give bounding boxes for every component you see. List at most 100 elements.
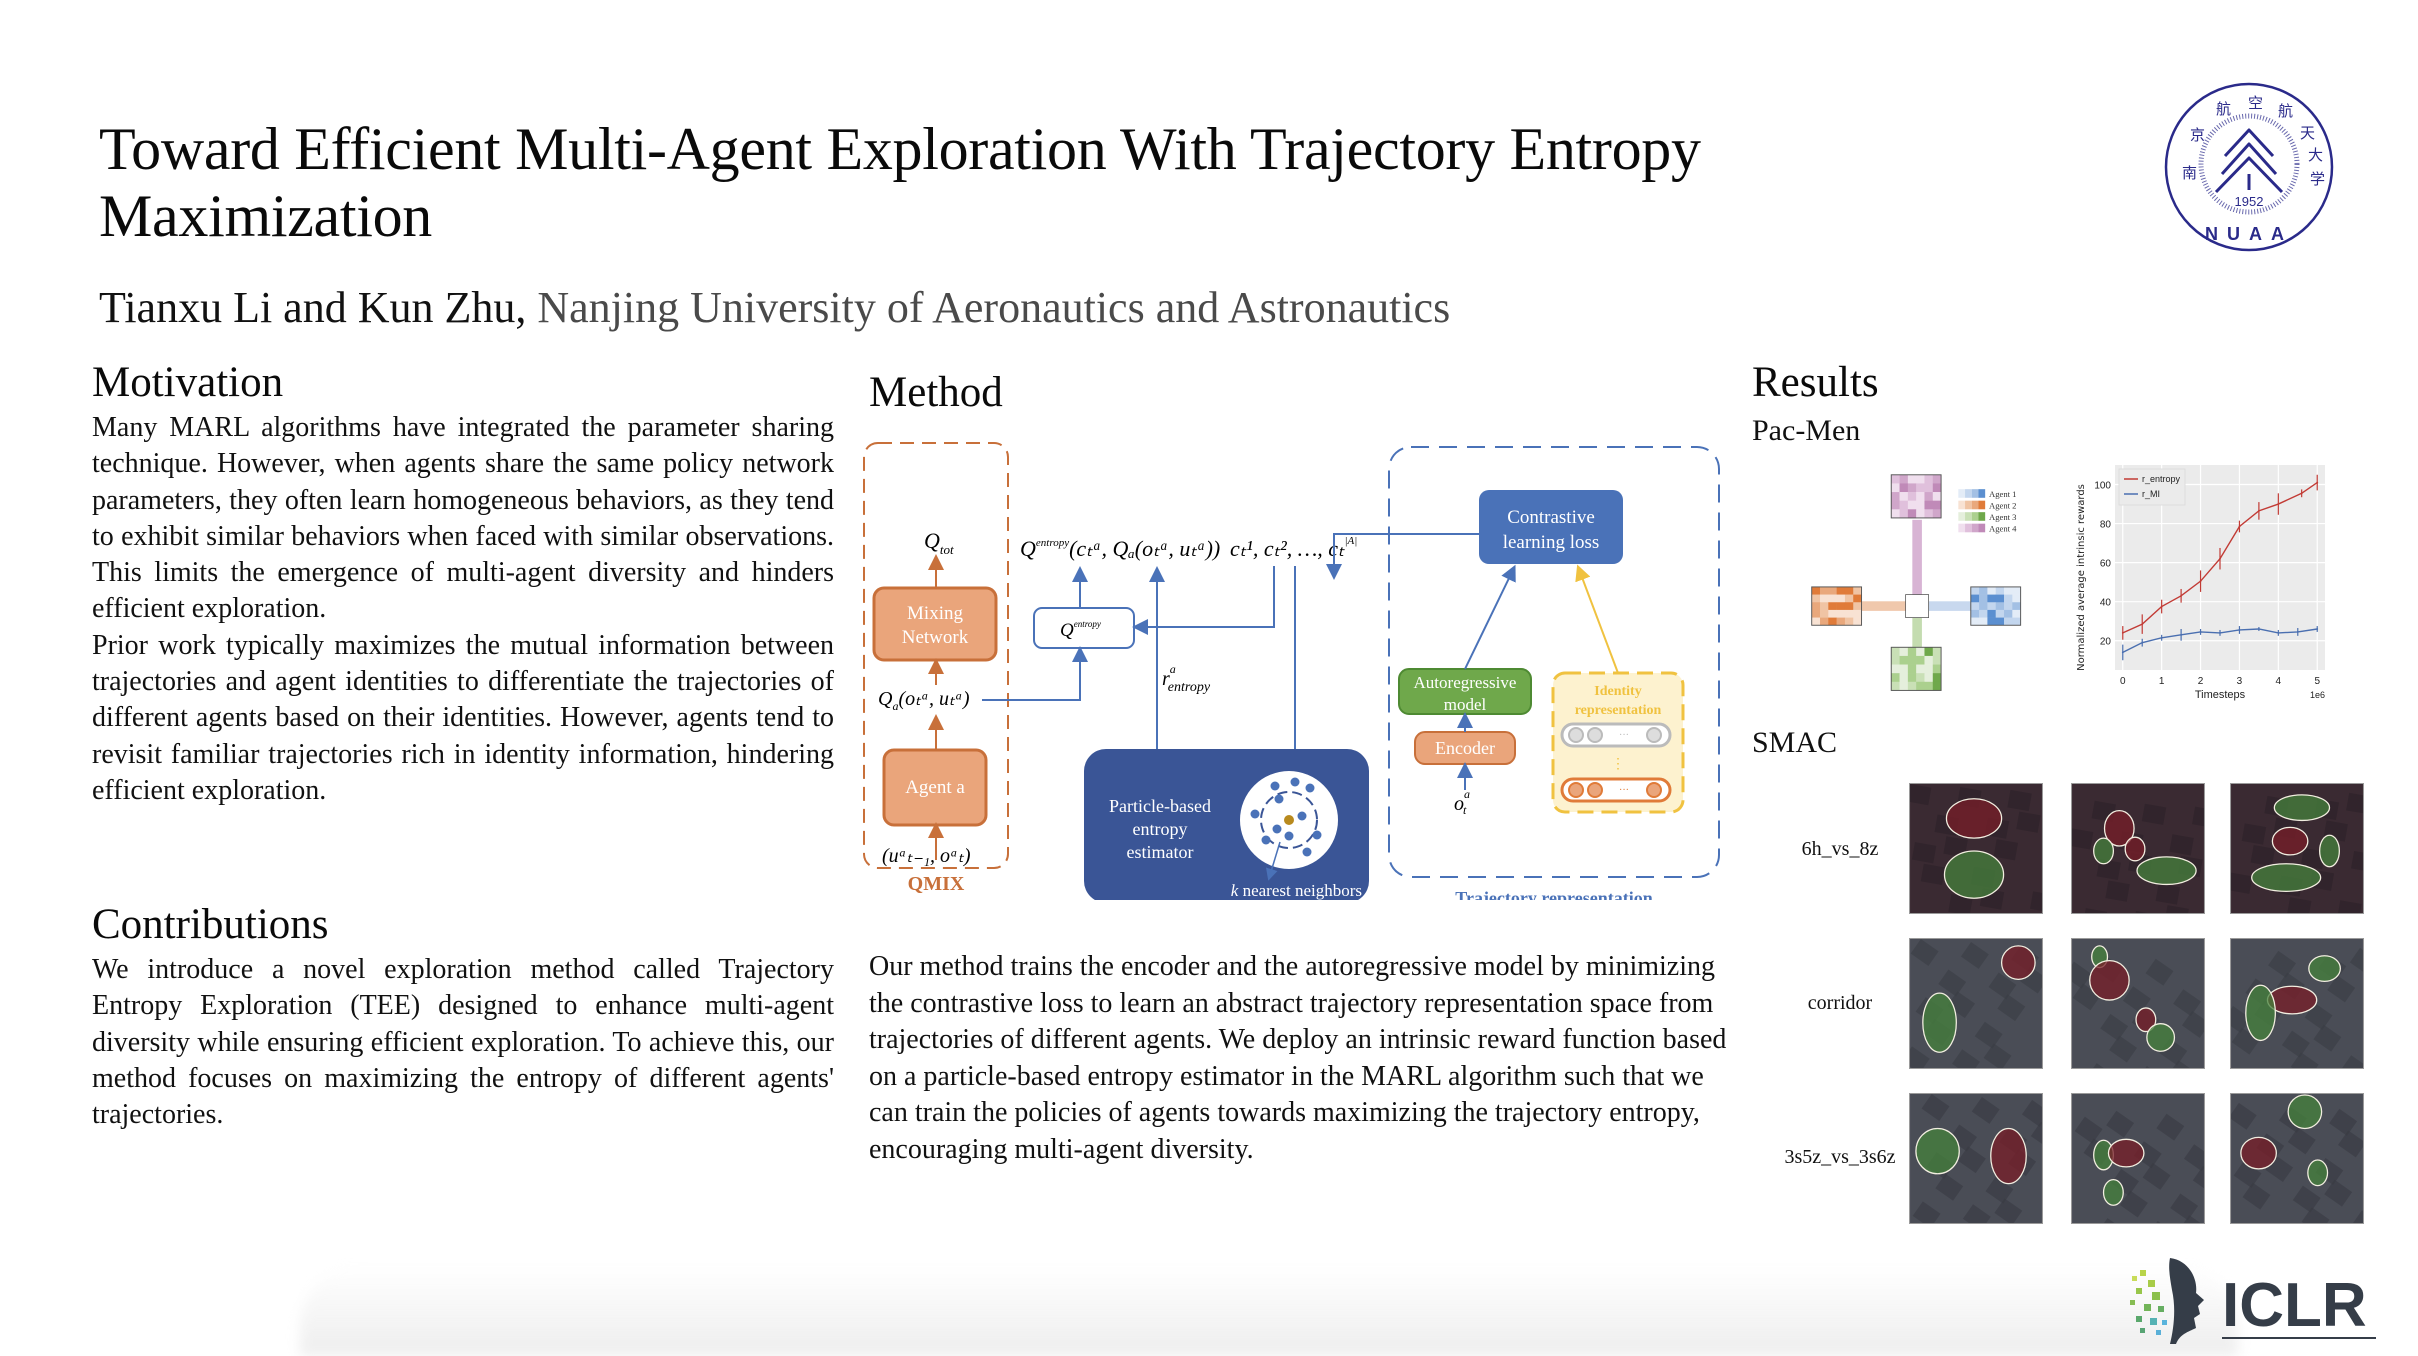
enemy-group-marker	[2000, 945, 2036, 981]
ally-group-marker	[2102, 1179, 2124, 1206]
enemy-group-marker	[1990, 1127, 2027, 1185]
smac-screenshot-3s5z_vs_3s6z-1	[1909, 1093, 2043, 1224]
pacmen-legend-label: Agent 1	[1989, 489, 2017, 499]
qmix-box	[863, 442, 1009, 869]
ally-group-marker	[2307, 1159, 2329, 1187]
pacmen-label: Pac-Men	[1752, 414, 1861, 447]
contrastive-line-1: Contrastive	[1507, 507, 1595, 528]
chart-point-r_entropy	[2219, 557, 2221, 560]
chart-point-r_MI	[2121, 651, 2124, 654]
author-names: Tianxu Li and Kun Zhu,	[99, 283, 527, 332]
nuaa-ring-text: 南 京 航 空 航 天 大 学	[2182, 94, 2325, 188]
chart-xtick-label: 3	[2237, 676, 2243, 687]
enemy-group-marker	[2103, 809, 2135, 847]
ally-group-marker	[2093, 837, 2115, 865]
smac-screenshot-corridor-1	[1909, 938, 2043, 1069]
knn-label: k nearest neighbors	[1231, 881, 1362, 900]
chart-ytick-label: 60	[2100, 559, 2112, 570]
knn-particles-icon	[1240, 771, 1338, 881]
agent-input-label: (uᵃₜ₋₁, oᵃₜ)	[882, 845, 971, 867]
svg-text:航: 航	[2216, 100, 2231, 118]
enemy-group-marker	[2135, 1007, 2157, 1033]
ally-group-marker	[1922, 992, 1957, 1053]
iclr-head-icon: ICLR	[2130, 1258, 2376, 1344]
smac-row-label-1: 6h_vs_8z	[1801, 838, 1879, 860]
autoregressive-line-2: model	[1444, 695, 1487, 714]
ally-group-marker	[1915, 1127, 1960, 1175]
chart-ytick-label: 80	[2100, 520, 2112, 531]
motivation-paragraph-2: Prior work typically maximizes the mutua…	[92, 629, 834, 806]
pacmen-legend-label: Agent 2	[1989, 500, 2017, 510]
ally-group-marker	[2146, 1023, 2176, 1052]
ally-group-marker	[2136, 856, 2197, 886]
affiliation: Nanjing University of Aeronautics and As…	[537, 283, 1451, 332]
poster-title: Toward Efficient Multi-Agent Exploration…	[99, 116, 1819, 250]
ally-group-marker	[2251, 863, 2322, 892]
enemy-group-marker	[1945, 798, 2003, 839]
chart-xtick-label: 5	[2314, 676, 2320, 687]
chart-point-r_MI	[2160, 636, 2163, 639]
chart-xtick-label: 0	[2120, 676, 2126, 687]
method-heading: Method	[869, 369, 1003, 416]
poster-title-line-1: Toward Efficient Multi-Agent Exploration…	[99, 116, 1701, 182]
svg-text:···: ···	[1619, 730, 1629, 741]
identity-vdots: ⋮	[1611, 757, 1625, 772]
chart-point-r_MI	[2219, 632, 2221, 634]
enemy-group-marker	[2240, 1136, 2277, 1170]
motivation-paragraph-1: Many MARL algorithms have integrated the…	[92, 412, 834, 625]
chart-ylabel: Normalized average intrinsic rewards	[2076, 484, 2087, 671]
c-sequence: cₜ¹, cₜ², …, cₜ|A|	[1230, 535, 1357, 561]
smac-screenshot-6h_vs_8z-1	[1909, 783, 2043, 914]
contributions-body: We introduce a novel exploration method …	[92, 954, 834, 1131]
contrastive-loss-box	[1479, 490, 1623, 564]
chart-point-r_entropy	[2199, 580, 2202, 583]
chart-legend-label: r_MI	[2142, 489, 2160, 499]
results-heading: Results	[1752, 359, 1879, 406]
chart-point-r_MI	[2277, 632, 2280, 634]
chart-point-r_entropy	[2160, 605, 2163, 608]
chart-ytick-label: 100	[2094, 481, 2111, 492]
pacmen-corridor-north	[1912, 519, 1922, 595]
chart-point-r_entropy	[2257, 509, 2260, 512]
smac-screenshot-6h_vs_8z-3	[2230, 783, 2364, 914]
smac-row-label-2: corridor	[1807, 992, 1873, 1014]
mixing-network-box	[872, 586, 998, 662]
svg-text:学: 学	[2310, 170, 2325, 188]
pacmen-room-agent-2	[1811, 586, 1863, 626]
nuaa-year: 1952	[2235, 194, 2264, 209]
smac-label: SMAC	[1752, 726, 1838, 759]
chart-ytick-label: 20	[2100, 637, 2112, 648]
ally-group-marker	[1943, 850, 2005, 899]
chart-xlabel: Timesteps	[2195, 689, 2246, 701]
pacmen-legend-label: Agent 3	[1989, 512, 2017, 522]
encoder-label: Encoder	[1435, 738, 1495, 758]
iclr-text: ICLR	[2222, 1271, 2367, 1340]
chart-point-r_MI	[2296, 631, 2299, 633]
chart-ytick-label: 40	[2100, 598, 2112, 609]
chart-point-r_MI	[2141, 641, 2144, 644]
chart-point-r_entropy	[2277, 503, 2280, 505]
smac-screenshot-corridor-2	[2071, 938, 2205, 1069]
contributions-heading: Contributions	[92, 901, 329, 948]
svg-text:大: 大	[2308, 146, 2323, 164]
identity-embedding-orange-icon: ···	[1560, 777, 1672, 803]
chart-point-r_MI	[2199, 631, 2202, 633]
nuaa-logo: 1952 NUAA 南 京 航 空 航 天 大 学	[2160, 78, 2338, 256]
pacmen-room-agent-1	[1970, 586, 2022, 626]
nuaa-emblem-icon: 1952 NUAA 南 京 航 空 航 天 大 学	[2164, 82, 2334, 252]
chart-point-r_entropy	[2180, 594, 2183, 597]
method-diagram: QMIX Qtot Mixing Network Qa(oₜᵃ, uₜᵃ) Ag…	[862, 430, 1722, 900]
method-description: Our method trains the encoder and the au…	[869, 951, 1727, 1165]
mixing-network-label-2: Network	[902, 627, 969, 648]
particle-estimator-line-2: entropy	[1133, 819, 1188, 839]
chart-point-r_MI	[2180, 633, 2183, 636]
ally-group-marker	[2287, 1094, 2323, 1130]
pacmen-legend-item: Agent 4	[1958, 523, 2017, 533]
pacmen-room-agent-3	[1890, 646, 1942, 691]
pacmen-room-agent-4	[1890, 474, 1942, 519]
nuaa-abbr: NUAA	[2205, 224, 2293, 244]
contrastive-line-2: learning loss	[1503, 532, 1600, 553]
